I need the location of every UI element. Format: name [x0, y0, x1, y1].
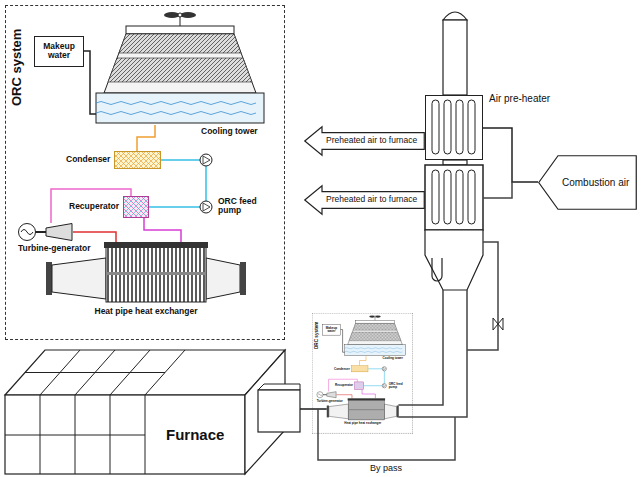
stack-picture-part: [425, 165, 483, 230]
preheater-tubes-part: [456, 100, 463, 154]
cooling-tower: Cooling tower: [96, 13, 264, 125]
node-label: Preheated air to furnace: [326, 136, 417, 146]
preheater-tubes-part: [432, 170, 439, 224]
preheater-tubes-part: [456, 170, 463, 224]
label-holder: By pass: [368, 463, 404, 473]
pipe-connector: [340, 330, 344, 353]
furnace-picture-part: [25, 350, 185, 395]
node-label: Turbine-generator: [18, 244, 91, 254]
cooling-tower: Cooling tower: [345, 316, 405, 356]
flow-arrow: Preheated air to furnace: [304, 185, 425, 215]
inlet-arrow-box-outline: [539, 156, 637, 210]
duct-line-part: [398, 290, 467, 417]
condenser-box: Condenser: [114, 151, 161, 169]
stack-picture-part: [432, 258, 442, 281]
duct-line-part: [398, 290, 443, 405]
label-holder: ORC feed pump: [218, 197, 266, 216]
pipe-connector: [483, 128, 538, 182]
duct-line-part: [318, 409, 455, 460]
node-label: Heat pipe heat exchanger: [344, 422, 381, 426]
pipe-connector: [300, 408, 327, 410]
preheater-tubes-part: [468, 100, 475, 154]
duct-line-part: [467, 242, 498, 350]
node-label: ORC system: [314, 322, 319, 350]
node-label: Condenser: [66, 155, 110, 165]
node-label: Recuperator: [335, 384, 353, 388]
label-holder: ORC feed pump: [389, 382, 406, 389]
pipe-connector: [84, 51, 96, 114]
tank-box: Makeup water: [34, 36, 84, 67]
node-label: Combustion air: [562, 177, 629, 189]
stack-picture-part: [443, 20, 467, 95]
condenser-box: Condenser: [351, 366, 368, 372]
callout-label: ORC feed pump: [218, 197, 266, 216]
system-group: ORC systemMakeup waterCooling towerConde…: [312, 313, 413, 434]
pipe-connector: [51, 189, 131, 223]
node-label: Furnace: [166, 426, 224, 443]
recuperator-box: Recuperator: [354, 382, 363, 390]
furnace-picture-part: [5, 350, 285, 395]
preheater-tubes-part: [444, 100, 451, 154]
duct-line-part: [483, 182, 512, 198]
stack-picture-part: [443, 12, 467, 20]
pipe-connector: [362, 390, 375, 399]
node-label: Turbine-generator: [317, 399, 343, 403]
furnace-picture-part: [5, 395, 245, 474]
furnace-picture: [5, 350, 300, 474]
furnace-picture-part: [258, 390, 300, 432]
orc-system-picture: [317, 316, 405, 420]
preheater-tubes-part: [432, 100, 439, 154]
node-label: Makeup water: [38, 42, 80, 61]
node-label: ORC system: [10, 29, 25, 106]
recuperator-box: Recuperator: [123, 196, 149, 218]
flow-arrow: Preheated air to furnace: [304, 126, 425, 156]
node-label: Recuperator: [69, 202, 119, 212]
pipe-connector: [336, 395, 351, 399]
pipe-connector: [137, 125, 155, 151]
preheater-tubes-part: [444, 170, 451, 224]
system-group: ORC systemMakeup waterCooling towerConde…: [5, 5, 285, 340]
pipe-connector: [144, 218, 181, 242]
callout-label: ORC feed pump: [389, 382, 406, 389]
turbine-symbol: Turbine-generator: [18, 223, 73, 241]
valve-symbol-part: [493, 318, 503, 330]
orc-system-picture: [19, 12, 265, 302]
turbine-symbol: Turbine-generator: [317, 391, 337, 397]
tank-box: Makeup water: [322, 324, 340, 335]
furnace-block: Furnace: [5, 348, 300, 475]
node-label: Cooling tower: [383, 357, 403, 361]
preheater-tubes: [432, 100, 475, 224]
furnace-picture-part: [5, 395, 145, 474]
node-label: Cooling tower: [201, 127, 258, 137]
preheater-tubes-part: [468, 170, 475, 224]
stack-picture: [425, 12, 483, 290]
node-label: Heat pipe heat exchanger: [95, 307, 198, 317]
callout-label: By pass: [368, 463, 404, 473]
node-label: Condenser: [334, 367, 350, 371]
flow-arrow-outline: [305, 186, 425, 215]
node-label: Preheated air to furnace: [326, 195, 417, 205]
pipe-connector: [329, 379, 358, 391]
node-label: Air pre-heater: [489, 93, 550, 105]
node-label: Makeup water: [324, 326, 339, 333]
furnace-picture-part: [258, 384, 300, 390]
pipe-connector: [73, 232, 116, 242]
flow-arrow-outline: [305, 127, 425, 156]
inlet-arrow-box: Combustion air: [538, 155, 637, 210]
stack-picture-part: [425, 230, 483, 290]
duct-line: [318, 182, 512, 460]
air-preheater: Air pre-heater: [425, 95, 483, 160]
pipe-connector: [360, 356, 366, 365]
valve-symbol: [493, 318, 503, 330]
